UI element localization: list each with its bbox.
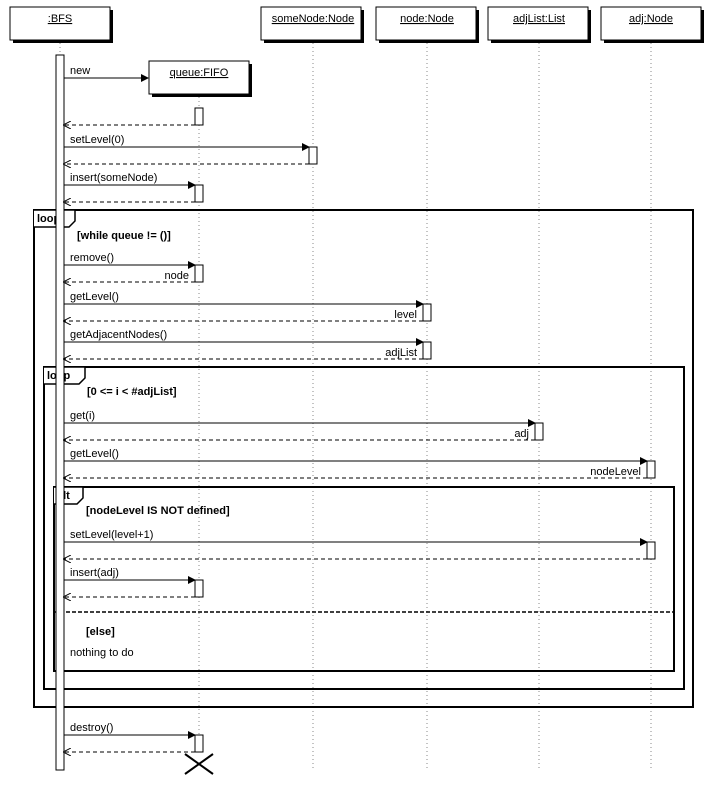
message-label: remove() xyxy=(70,252,114,264)
activations xyxy=(55,54,656,771)
participant-label: queue:FIFO xyxy=(170,67,229,79)
participant-node: node:Node xyxy=(375,6,479,43)
participant-someNode: someNode:Node xyxy=(260,6,364,43)
fragment-inner-loop: loop [0 <= i < #adjList] xyxy=(43,366,685,690)
message-label: insert(someNode) xyxy=(70,172,157,184)
activation-someNode xyxy=(308,146,318,165)
return-label: adjList xyxy=(385,347,417,359)
destroy-x-icon xyxy=(184,753,214,775)
fragment-guard: [0 <= i < #adjList] xyxy=(87,386,177,398)
message-label: getAdjacentNodes() xyxy=(70,329,167,341)
participant-adj: adj:Node xyxy=(600,6,704,43)
lifelines xyxy=(59,43,652,770)
activation-node xyxy=(422,303,432,322)
activation-queue xyxy=(194,107,204,126)
else-guard: [else] xyxy=(86,626,115,638)
fragment-guard: [while queue != ()] xyxy=(77,230,171,242)
messages: new setLevel(0) insert(someNode) remove(… xyxy=(64,65,648,752)
fragment-outer-loop: loop [while queue != ()] xyxy=(33,209,694,708)
fragment-alt: alt [nodeLevel IS NOT defined] [else] no… xyxy=(53,486,675,672)
participant-label: someNode:Node xyxy=(272,13,355,25)
participant-label: adjList:List xyxy=(513,13,565,25)
message-label: getLevel() xyxy=(70,291,119,303)
message-label: destroy() xyxy=(70,722,113,734)
message-label: setLevel(0) xyxy=(70,134,124,146)
activation-queue xyxy=(194,579,204,598)
return-label: adj xyxy=(514,428,529,440)
message-label: setLevel(level+1) xyxy=(70,529,153,541)
activation-queue xyxy=(194,734,204,753)
message-label: get(i) xyxy=(70,410,95,422)
message-label: insert(adj) xyxy=(70,567,119,579)
participant-bfs: :BFS xyxy=(9,6,113,43)
participant-label: node:Node xyxy=(400,13,454,25)
activation-bfs xyxy=(55,54,65,771)
activation-node xyxy=(422,341,432,360)
participant-label: :BFS xyxy=(48,13,72,25)
participant-label: adj:Node xyxy=(629,13,673,25)
fragment-keyword: loop xyxy=(37,213,60,225)
message-label: getLevel() xyxy=(70,448,119,460)
activation-adjList xyxy=(534,422,544,441)
fragment-guard: [nodeLevel IS NOT defined] xyxy=(86,505,230,517)
activation-adj xyxy=(646,460,656,479)
else-note: nothing to do xyxy=(70,647,134,659)
activation-queue xyxy=(194,264,204,283)
activation-adj xyxy=(646,541,656,560)
message-label: new xyxy=(70,65,90,77)
participant-adjList: adjList:List xyxy=(487,6,591,43)
return-label: nodeLevel xyxy=(590,466,641,478)
participant-queue: queue:FIFO xyxy=(148,60,252,97)
activation-queue xyxy=(194,184,204,203)
return-label: level xyxy=(394,309,417,321)
return-label: node xyxy=(165,270,189,282)
